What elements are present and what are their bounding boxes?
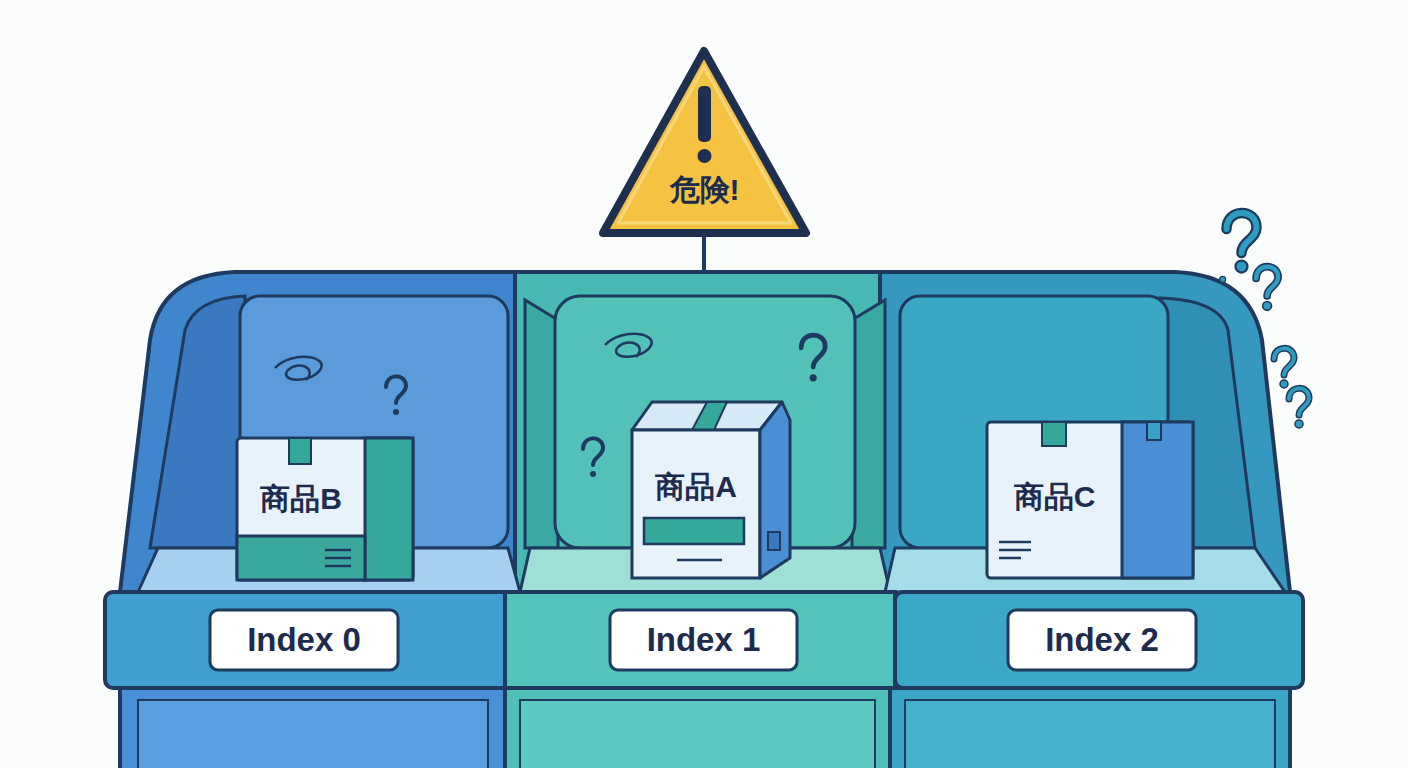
sign-pole: [702, 232, 706, 272]
index-plate: [610, 610, 797, 670]
question-mark: [1289, 388, 1309, 428]
question-mark-dot: [1263, 302, 1272, 311]
question-mark: [386, 376, 406, 415]
box-line: [677, 559, 722, 562]
product-box: 商品C: [987, 422, 1193, 578]
box-line: [999, 541, 1031, 544]
product-name: 商品A: [632, 470, 760, 504]
label-strip: [105, 592, 510, 688]
question-mark: [1220, 276, 1226, 282]
exclamation-bar: [698, 86, 711, 142]
question-mark-dot: [393, 409, 399, 415]
bin-base: [520, 700, 875, 768]
index-label: Index 0: [210, 610, 398, 670]
question-mark-dot: [1295, 420, 1303, 428]
question-mark-curve: [801, 335, 825, 367]
label-strip: [505, 592, 895, 688]
confusion-swirl: [605, 334, 652, 357]
box-tape: [1147, 422, 1161, 440]
warning-text: 危険!: [597, 173, 812, 207]
bin-base: [138, 700, 488, 768]
question-mark-dot: [1220, 276, 1226, 282]
question-mark-dot: [810, 374, 817, 381]
box-tag: [768, 532, 780, 550]
question-mark-curve: [583, 438, 603, 465]
index-label: Index 1: [610, 610, 797, 670]
question-mark: [583, 438, 603, 477]
question-mark-curve: [1289, 388, 1309, 415]
bin-rim: [120, 272, 525, 592]
box-body: [237, 438, 413, 580]
box-band: [237, 536, 365, 580]
node-outline: [597, 45, 812, 238]
bin-base: [905, 700, 1275, 768]
box-side: [1122, 422, 1193, 578]
box-body: [987, 422, 1193, 578]
warning-sign: 危険!: [597, 45, 812, 238]
box-label-panel: [644, 518, 744, 544]
index-text: Index 2: [1008, 610, 1196, 670]
index-text: Index 0: [210, 610, 398, 670]
question-mark-outline: [1289, 388, 1309, 415]
box-top: [632, 402, 782, 430]
question-mark: [1256, 267, 1278, 311]
question-mark-dot: [590, 471, 596, 477]
question-mark: [1274, 348, 1294, 388]
index-text: Index 1: [610, 610, 797, 670]
question-mark-outline: [1256, 267, 1278, 296]
product-name: 商品C: [987, 480, 1122, 514]
product-name: 商品B: [237, 482, 365, 516]
question-mark-outline: [1227, 213, 1257, 253]
box-side: [365, 438, 413, 580]
question-mark-dot: [1280, 380, 1288, 388]
question-mark-dot: [1236, 261, 1248, 273]
bin-rim: [515, 272, 890, 592]
question-mark-curve: [1227, 213, 1257, 253]
box-line: [325, 549, 351, 552]
box-tape: [289, 438, 311, 464]
label-strip: [895, 592, 1303, 688]
bin-wall: [150, 296, 245, 548]
product-box: 商品A: [632, 400, 790, 578]
box-line: [325, 557, 351, 560]
question-mark: [1227, 213, 1257, 272]
box-side: [760, 402, 790, 578]
confusion-swirl: [275, 357, 322, 380]
index-plate: [210, 610, 398, 670]
index-label: Index 2: [1008, 610, 1196, 670]
box-tape: [1042, 422, 1066, 446]
question-mark-curve: [1274, 348, 1294, 375]
question-mark-curve: [1256, 267, 1278, 296]
bin-wall: [852, 300, 885, 548]
product-box: 商品B: [237, 438, 413, 580]
question-mark: [801, 335, 825, 381]
box-line: [999, 557, 1021, 560]
index-plate: [1008, 610, 1196, 670]
box-tape: [692, 402, 727, 430]
question-mark-outline: [1274, 348, 1294, 375]
box-line: [325, 565, 351, 568]
question-mark-curve: [386, 376, 406, 403]
box-line: [999, 549, 1031, 552]
bin-wall: [525, 300, 558, 548]
box-body: [632, 430, 760, 578]
exclamation-dot: [698, 149, 712, 163]
bin-rim: [880, 272, 1290, 592]
